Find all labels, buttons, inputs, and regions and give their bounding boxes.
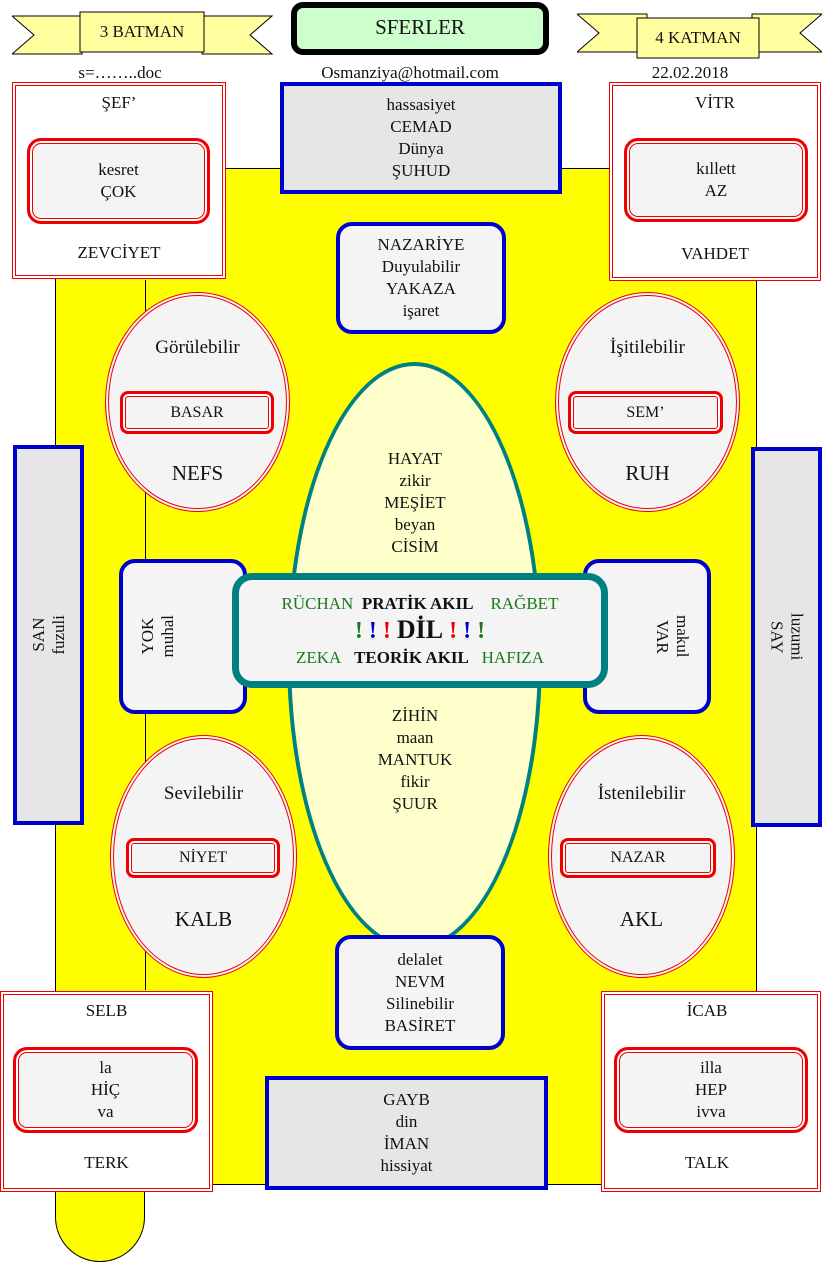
label: muhal xyxy=(158,615,177,658)
label: HAYAT xyxy=(387,449,443,468)
label: beyan xyxy=(394,515,436,534)
label: ZEVCİYET xyxy=(77,243,161,262)
label: İstenilebilir xyxy=(597,783,686,804)
label: GAYB xyxy=(383,1090,430,1109)
label: RUH xyxy=(625,461,670,485)
label: VAHDET xyxy=(681,244,749,263)
label: kıllett xyxy=(696,159,736,178)
label: TALK xyxy=(685,1153,729,1172)
pratik-akil: PRATİK AKIL xyxy=(361,594,474,613)
ruchan: RÜCHAN xyxy=(281,594,354,613)
basar-box: BASAR xyxy=(120,391,274,434)
dil-label: DİL xyxy=(396,615,444,644)
label: makul xyxy=(673,615,692,658)
teorik-akil: TEORİK AKIL xyxy=(354,648,469,667)
label: MEŞİET xyxy=(384,493,446,512)
label: YOK xyxy=(138,618,157,655)
label: NEVM xyxy=(394,971,446,991)
right-ribbon-label: 4 KATMAN xyxy=(655,28,741,47)
label: KALB xyxy=(174,907,233,931)
hafiza: HAFIZA xyxy=(481,648,544,667)
label: Silinebilir xyxy=(386,993,454,1013)
label: fuzuli xyxy=(48,615,68,655)
label: la xyxy=(99,1058,112,1077)
label: ZİHİN xyxy=(391,706,439,725)
label: İCAB xyxy=(686,1001,728,1020)
label: va xyxy=(97,1102,114,1121)
label: BASİRET xyxy=(384,1015,456,1035)
ragbet: RAĞBET xyxy=(490,594,559,613)
label: CİSİM xyxy=(391,537,439,556)
niyet-box: NİYET xyxy=(126,838,280,878)
label: AKL xyxy=(619,907,664,931)
label: YAKAZA xyxy=(386,279,456,298)
label: VAR xyxy=(653,619,672,654)
exclamation: ! xyxy=(449,618,458,644)
label: zikir xyxy=(399,471,431,490)
label: HEP xyxy=(694,1080,728,1099)
date: 22.02.2018 xyxy=(651,63,729,82)
right-ribbon xyxy=(577,13,822,59)
label: NEFS xyxy=(171,461,224,485)
label: İşitilebilir xyxy=(610,337,685,358)
label: CEMAD xyxy=(390,117,452,136)
label: din xyxy=(395,1112,418,1131)
exclamation: ! xyxy=(382,618,391,644)
label: Sevilebilir xyxy=(163,783,244,804)
exclamation: ! xyxy=(477,618,486,644)
sem-box: SEM’ xyxy=(568,391,723,434)
label: işaret xyxy=(402,301,440,320)
label: SAY xyxy=(767,620,787,654)
label: kesret xyxy=(98,160,139,179)
label: fikir xyxy=(400,772,430,791)
label: delalet xyxy=(397,949,443,969)
label: Görülebilir xyxy=(155,337,240,358)
label: hissiyat xyxy=(380,1156,433,1175)
label: SAN xyxy=(28,618,48,653)
email: Osmanziya@hotmail.com xyxy=(321,63,499,82)
left-ribbon-label: 3 BATMAN xyxy=(99,22,185,41)
label: ŞUUR xyxy=(392,794,438,813)
exclamation: ! xyxy=(463,618,472,644)
dil-box: RÜCHAN PRATİK AKIL RAĞBET ! ! ! DİL ! ! … xyxy=(232,573,608,688)
label: ÇOK xyxy=(100,182,137,201)
label: HİÇ xyxy=(90,1080,121,1099)
label: Dünya xyxy=(398,139,444,158)
label: İMAN xyxy=(383,1134,430,1153)
label: NAZARİYE xyxy=(377,235,465,254)
label: Duyulabilir xyxy=(381,257,461,276)
label: ŞEF’ xyxy=(101,93,137,112)
label: AZ xyxy=(704,181,728,200)
label: MANTUK xyxy=(377,750,453,769)
nazar-box: NAZAR xyxy=(560,838,716,878)
file-name: s=……..doc xyxy=(78,63,162,82)
zeka: ZEKA xyxy=(296,648,342,667)
label: ivva xyxy=(696,1102,726,1121)
label: maan xyxy=(396,728,434,747)
label: TERK xyxy=(84,1153,129,1172)
exclamation: ! xyxy=(354,618,363,644)
label: SELB xyxy=(85,1001,128,1020)
exclamation: ! xyxy=(368,618,377,644)
label: illa xyxy=(700,1058,722,1077)
left-ribbon xyxy=(12,11,274,55)
label: luzumi xyxy=(787,613,807,661)
label: ŞUHUD xyxy=(391,161,451,180)
page-title: SFERLER xyxy=(291,2,549,55)
label: VİTR xyxy=(695,93,735,112)
label: hassasiyet xyxy=(386,95,456,114)
